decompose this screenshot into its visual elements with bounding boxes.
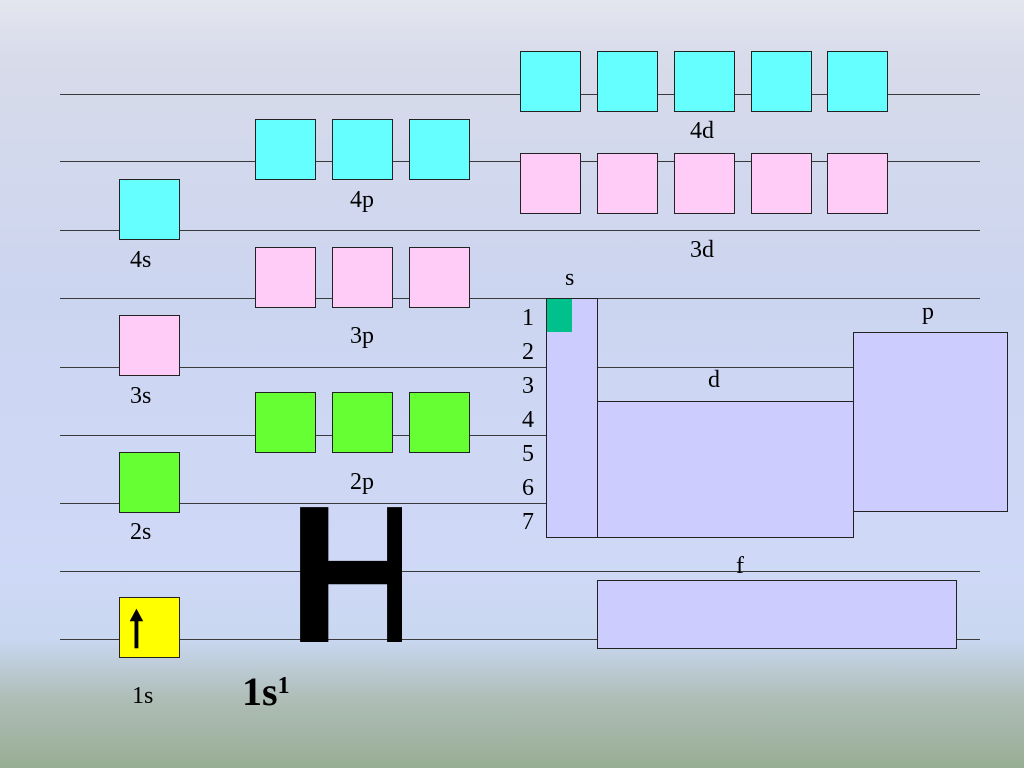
element-symbol: H [287, 502, 402, 648]
orbital-label-4p: 4p [350, 187, 374, 213]
config-orbital: 1s [242, 669, 278, 714]
s-block [546, 298, 598, 538]
up-arrow-icon [129, 608, 144, 649]
orbital-box-4s [119, 179, 180, 240]
orbital-box-2p [332, 392, 393, 453]
orbital-box-3d [827, 153, 888, 214]
orbital-label-3s: 3s [130, 383, 152, 409]
orbital-box-3d [751, 153, 812, 214]
electron-configuration: 1s1 [242, 672, 290, 712]
block-label-s: s [565, 265, 575, 291]
energy-level-line [60, 367, 980, 368]
hydrogen-cell [547, 299, 572, 332]
orbital-box-4d [597, 51, 658, 112]
period-number: 3 [522, 373, 534, 399]
period-number: 6 [522, 475, 534, 501]
period-number: 4 [522, 407, 534, 433]
orbital-label-4s: 4s [130, 247, 152, 273]
orbital-box-4d [751, 51, 812, 112]
energy-level-line [60, 571, 980, 572]
orbital-label-3p: 3p [350, 323, 374, 349]
period-number: 7 [522, 509, 534, 535]
block-label-d: d [708, 367, 720, 393]
p-block [853, 332, 1008, 512]
orbital-label-2s: 2s [130, 519, 152, 545]
orbital-box-4p [255, 119, 316, 180]
energy-level-line [60, 639, 980, 640]
orbital-box-3p [332, 247, 393, 308]
energy-level-line [60, 503, 980, 504]
orbital-label-4d: 4d [690, 118, 714, 144]
block-label-f: f [736, 553, 744, 579]
orbital-box-3d [674, 153, 735, 214]
orbital-box-4p [409, 119, 470, 180]
config-exponent: 1 [277, 673, 290, 699]
energy-level-line [60, 298, 980, 299]
orbital-box-4d [520, 51, 581, 112]
energy-level-line [60, 435, 980, 436]
orbital-label-3d: 3d [690, 237, 714, 263]
orbital-label-2p: 2p [350, 469, 374, 495]
orbital-box-4p [332, 119, 393, 180]
period-number: 2 [522, 339, 534, 365]
block-label-p: p [922, 299, 934, 325]
orbital-box-2s [119, 452, 180, 513]
orbital-box-4d [674, 51, 735, 112]
orbital-box-3d [597, 153, 658, 214]
orbital-box-3p [409, 247, 470, 308]
orbital-label-1s: 1s [132, 683, 154, 709]
energy-level-line [60, 230, 980, 231]
orbital-box-2p [255, 392, 316, 453]
orbital-box-3s [119, 315, 180, 376]
period-number: 1 [522, 305, 534, 331]
f-block [597, 580, 957, 649]
orbital-box-3d [520, 153, 581, 214]
d-block [597, 401, 854, 538]
orbital-box-1s [119, 597, 180, 658]
period-number: 5 [522, 441, 534, 467]
orbital-box-4d [827, 51, 888, 112]
orbital-box-3p [255, 247, 316, 308]
orbital-box-2p [409, 392, 470, 453]
